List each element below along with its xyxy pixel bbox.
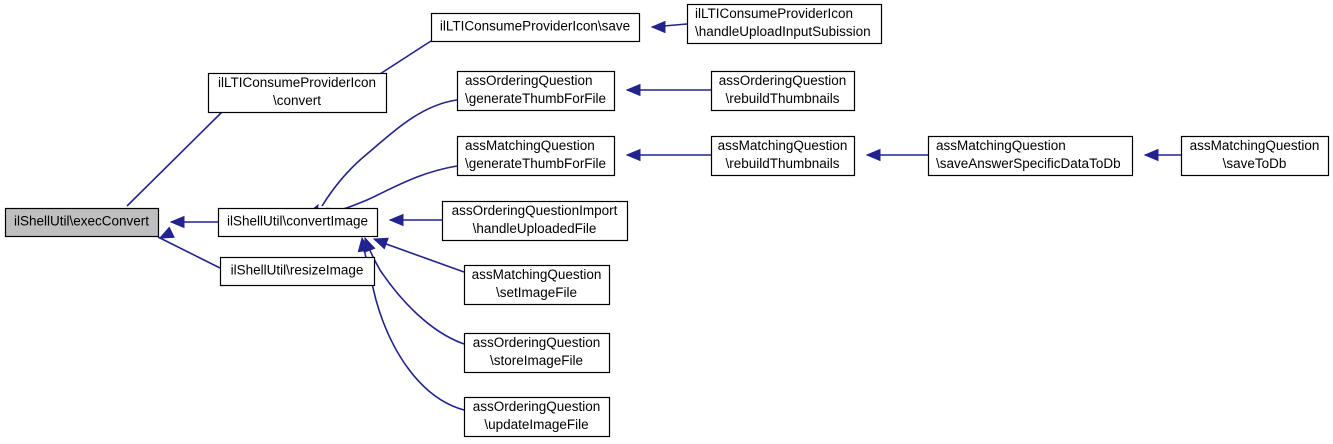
edge-matSaveToDb-to-matSaveAnswerData: [1143, 148, 1181, 162]
edge-convertImage-to-execConvert: [169, 215, 218, 229]
node-label-ordGenThumb: assOrderingQuestion: [465, 73, 593, 88]
node-box-matGenThumb[interactable]: [456, 135, 616, 177]
node-ltiSave[interactable]: ilLTIConsumeProviderIcon\save: [430, 12, 641, 43]
node-label-ordImportHandleUploaded: assOrderingQuestionImport: [452, 203, 618, 218]
node-label-ordGenThumb: \generateThumbForFile: [465, 91, 606, 106]
node-label-matGenThumb: assMatchingQuestion: [465, 138, 595, 153]
node-label-ordImportHandleUploaded: \handleUploadedFile: [473, 221, 597, 236]
node-label-ltiHandleUpload: ilLTIConsumeProviderIcon: [695, 6, 853, 21]
node-box-ltiSave[interactable]: [430, 12, 641, 43]
node-label-execConvert: ilShellUtil\execConvert: [14, 214, 149, 229]
node-label-ordRebuild: \rebuildThumbnails: [725, 91, 839, 106]
node-label-ordStoreImageFile: assOrderingQuestion: [473, 335, 601, 350]
edge-ordRebuild-to-ordGenThumb: [625, 83, 711, 97]
edge-resizeImage-to-execConvert: [157, 226, 221, 269]
node-convertImage[interactable]: ilShellUtil\convertImage: [217, 207, 379, 238]
node-box-ltiConvert[interactable]: [207, 72, 388, 114]
node-label-ordStoreImageFile: \storeImageFile: [490, 353, 583, 368]
edge-ordGenThumb-to-convertImage: [306, 99, 458, 220]
node-label-matGenThumb: \generateThumbForFile: [465, 156, 606, 171]
node-label-ordUpdateImageFile: assOrderingQuestion: [473, 399, 601, 414]
node-box-matSetImageFile[interactable]: [463, 264, 611, 306]
node-execConvert[interactable]: ilShellUtil\execConvert: [4, 207, 160, 238]
node-label-convertImage: ilShellUtil\convertImage: [227, 214, 368, 229]
node-label-ltiConvert: ilLTIConsumeProviderIcon: [218, 75, 376, 90]
node-label-ordUpdateImageFile: \updateImageFile: [484, 417, 588, 432]
node-box-execConvert[interactable]: [4, 207, 160, 238]
edge-matRebuild-to-matGenThumb: [625, 148, 711, 162]
node-matSetImageFile[interactable]: assMatchingQuestion \setImageFile: [463, 264, 611, 306]
node-label-matSaveToDb: assMatchingQuestion: [1190, 138, 1320, 153]
node-label-ltiSave: ilLTIConsumeProviderIcon\save: [440, 19, 630, 34]
node-box-matRebuild[interactable]: [710, 135, 856, 177]
node-label-matSaveAnswerData: assMatchingQuestion: [936, 138, 1066, 153]
node-label-matSetImageFile: assMatchingQuestion: [472, 267, 602, 282]
node-ltiConvert[interactable]: ilLTIConsumeProviderIcon \convert: [207, 72, 388, 114]
node-ordImportHandleUploaded[interactable]: assOrderingQuestionImport \handleUploaded…: [441, 200, 629, 242]
node-label-ltiHandleUpload: \handleUploadInputSubission: [695, 24, 871, 39]
node-box-ordStoreImageFile[interactable]: [463, 332, 611, 374]
node-label-matRebuild: \rebuildThumbnails: [725, 156, 839, 171]
node-label-matSaveAnswerData: \saveAnswerSpecificDataToDb: [936, 156, 1121, 171]
node-ordUpdateImageFile[interactable]: assOrderingQuestion \updateImageFile: [463, 396, 611, 438]
node-ordStoreImageFile[interactable]: assOrderingQuestion \storeImageFile: [463, 332, 611, 374]
nodes-layer: ilShellUtil\execConvert ilShellUtil\conve…: [4, 3, 1330, 438]
node-label-resizeImage: ilShellUtil\resizeImage: [231, 263, 364, 278]
edge-ordUpdateImageFile-to-convertImage: [357, 236, 465, 411]
node-box-resizeImage[interactable]: [219, 256, 376, 287]
node-box-convertImage[interactable]: [217, 207, 379, 238]
node-ltiHandleUpload[interactable]: ilLTIConsumeProviderIcon \handleUploadInp…: [686, 3, 883, 45]
node-ordGenThumb[interactable]: assOrderingQuestion \generateThumbForFile: [456, 70, 616, 112]
edge-ltiHandleUpload-to-ltiSave: [650, 20, 688, 34]
node-matGenThumb[interactable]: assMatchingQuestion \generateThumbForFile: [456, 135, 616, 177]
node-matSaveAnswerData[interactable]: assMatchingQuestion \saveAnswerSpecificDa…: [927, 135, 1134, 177]
node-box-matSaveToDb[interactable]: [1180, 135, 1330, 177]
edge-ltiConvert-to-execConvert: [109, 111, 223, 224]
node-matSaveToDb[interactable]: assMatchingQuestion \saveToDb: [1180, 135, 1330, 177]
node-ordRebuild[interactable]: assOrderingQuestion \rebuildThumbnails: [710, 70, 856, 112]
node-box-ltiHandleUpload[interactable]: [686, 3, 883, 45]
node-box-ordImportHandleUploaded[interactable]: [441, 200, 629, 242]
node-matRebuild[interactable]: assMatchingQuestion \rebuildThumbnails: [710, 135, 856, 177]
edge-matSaveAnswerData-to-matRebuild: [865, 148, 928, 162]
node-box-ordUpdateImageFile[interactable]: [463, 396, 611, 438]
node-box-matSaveAnswerData[interactable]: [927, 135, 1134, 177]
edge-ordImportHandleUploaded-to-convertImage: [388, 213, 442, 227]
node-box-ordGenThumb[interactable]: [456, 70, 616, 112]
edge-matSetImageFile-to-convertImage: [372, 237, 465, 273]
node-label-ltiConvert: \convert: [273, 93, 321, 108]
node-resizeImage[interactable]: ilShellUtil\resizeImage: [219, 256, 376, 287]
edge-ordStoreImageFile-to-convertImage: [363, 236, 465, 345]
node-label-matRebuild: assMatchingQuestion: [718, 138, 848, 153]
node-label-ordRebuild: assOrderingQuestion: [719, 73, 847, 88]
node-label-matSaveToDb: \saveToDb: [1223, 156, 1287, 171]
node-label-matSetImageFile: \setImageFile: [496, 285, 577, 300]
node-box-ordRebuild[interactable]: [710, 70, 856, 112]
